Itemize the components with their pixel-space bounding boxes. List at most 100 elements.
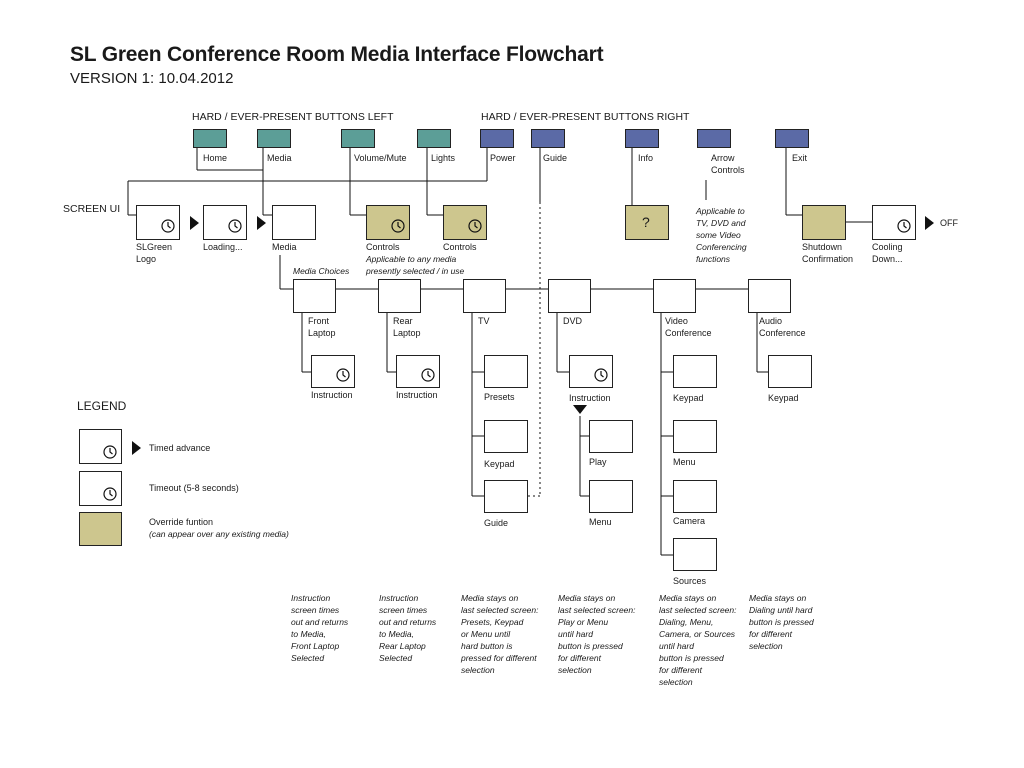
media-screen-label: Media	[272, 242, 297, 252]
ac-keypad-screen[interactable]	[768, 355, 812, 388]
dvd-menu-screen[interactable]	[589, 480, 633, 513]
media-choices-label: Media Choices	[293, 266, 350, 276]
note-line: Media stays on	[749, 593, 807, 603]
tv-presets-label: Presets	[484, 392, 515, 402]
dvd-instruction-label: Instruction	[569, 393, 611, 403]
timed-advance-arrow-icon	[132, 441, 141, 455]
ac-keypad-label: Keypad	[768, 393, 799, 403]
exit-hard-button[interactable]	[775, 129, 809, 148]
question-mark-icon: ?	[642, 214, 650, 230]
page-title: SL Green Conference Room Media Interface…	[70, 43, 604, 66]
home-label: Home	[203, 153, 228, 163]
note-line: button is pressed	[749, 617, 814, 627]
rear-instruction-label: Instruction	[396, 390, 438, 400]
tv-guide-label: Guide	[484, 518, 509, 528]
shutdown-confirmation-screen[interactable]	[802, 205, 846, 240]
vc-keypad-label: Keypad	[673, 393, 704, 403]
note-line: Play or Menu	[558, 617, 609, 627]
dvd-instruction-screen[interactable]	[569, 355, 613, 388]
controls-note-2: presently selected / in use	[366, 266, 465, 276]
legend-override-box	[79, 512, 122, 546]
dvd-menu-label: Menu	[589, 517, 612, 527]
note-line: last selected screen:	[558, 605, 636, 615]
version-subtitle: VERSION 1: 10.04.2012	[70, 70, 234, 87]
legend-timeout-box	[79, 471, 122, 506]
timed-advance-arrow-icon	[257, 216, 266, 230]
cooling-down-screen[interactable]	[872, 205, 916, 240]
lights-hard-button[interactable]	[417, 129, 451, 148]
tv-keypad-screen[interactable]	[484, 420, 528, 453]
note-line: Media stays on	[659, 593, 717, 603]
note-line: last selected screen:	[461, 605, 539, 615]
loading-screen[interactable]	[203, 205, 247, 240]
info-screen[interactable]: ?	[625, 205, 669, 240]
tv-screen[interactable]	[463, 279, 506, 313]
clock-icon	[228, 219, 242, 233]
lights-label: Lights	[431, 153, 456, 163]
note-line: button is pressed	[558, 641, 623, 651]
arrow-note-5: functions	[696, 254, 731, 264]
arrow-hard-button[interactable]	[697, 129, 731, 148]
tv-presets-screen[interactable]	[484, 355, 528, 388]
media-screen[interactable]	[272, 205, 316, 240]
note-line: selection	[749, 641, 783, 651]
shutdown-label-2: Confirmation	[802, 254, 854, 264]
info-hard-button[interactable]	[625, 129, 659, 148]
slgreen-logo-screen[interactable]	[136, 205, 180, 240]
legend-timeout-label: Timeout (5-8 seconds)	[149, 483, 239, 493]
note-line: Rear Laptop	[379, 641, 426, 651]
screen-ui-label: SCREEN UI	[63, 203, 121, 215]
media-label: Media	[267, 153, 292, 163]
front-label-2: Laptop	[308, 328, 336, 338]
note-line: until hard	[659, 641, 694, 651]
rear-instruction-screen[interactable]	[396, 355, 440, 388]
rear-laptop-screen[interactable]	[378, 279, 421, 313]
note-line: hard button is	[461, 641, 513, 651]
clock-icon	[103, 445, 117, 459]
guide-label: Guide	[543, 153, 568, 163]
note-line: pressed for different	[461, 653, 537, 663]
power-hard-button[interactable]	[480, 129, 514, 148]
volume-controls-screen[interactable]	[366, 205, 410, 240]
front-instruction-screen[interactable]	[311, 355, 355, 388]
clock-icon	[897, 219, 911, 233]
video-label-1: Video	[665, 316, 688, 326]
vc-sources-screen[interactable]	[673, 538, 717, 571]
note-line: out and returns	[291, 617, 349, 627]
audio-conference-screen[interactable]	[748, 279, 791, 313]
volume-hard-button[interactable]	[341, 129, 375, 148]
note-line: last selected screen:	[659, 605, 737, 615]
slgreen-label-1: SLGreen	[136, 242, 173, 252]
arrow-note-3: some Video	[696, 230, 741, 240]
home-hard-button[interactable]	[193, 129, 227, 148]
exit-label: Exit	[792, 153, 808, 163]
video-conference-screen[interactable]	[653, 279, 696, 313]
vc-camera-screen[interactable]	[673, 480, 717, 513]
vc-menu-screen[interactable]	[673, 420, 717, 453]
note-line: Camera, or Sources	[659, 629, 736, 639]
arrow-label-1: Arrow	[711, 153, 735, 163]
legend-override-label: Override funtion	[149, 517, 214, 527]
controls-note-1: Applicable to any media	[366, 254, 457, 264]
clock-icon	[336, 368, 350, 382]
dvd-play-screen[interactable]	[589, 420, 633, 453]
note-line: Dialing, Menu,	[659, 617, 714, 627]
hard-left-header: HARD / EVER-PRESENT BUTTONS LEFT	[192, 111, 394, 123]
note-line: Dialing until hard	[749, 605, 813, 615]
shutdown-label-1: Shutdown	[802, 242, 843, 252]
note-line: selection	[461, 665, 495, 675]
vc-keypad-screen[interactable]	[673, 355, 717, 388]
note-line: Instruction	[291, 593, 331, 603]
guide-hard-button[interactable]	[531, 129, 565, 148]
audio-label-2: Conference	[759, 328, 806, 338]
tv-guide-screen[interactable]	[484, 480, 528, 513]
note-line: Media stays on	[558, 593, 616, 603]
dvd-screen[interactable]	[548, 279, 591, 313]
video-label-2: Conference	[665, 328, 712, 338]
note-line: screen times	[291, 605, 340, 615]
media-hard-button[interactable]	[257, 129, 291, 148]
lights-controls-screen[interactable]	[443, 205, 487, 240]
tv-label: TV	[478, 316, 490, 326]
front-laptop-screen[interactable]	[293, 279, 336, 313]
cooling-label-2: Down...	[872, 254, 903, 264]
